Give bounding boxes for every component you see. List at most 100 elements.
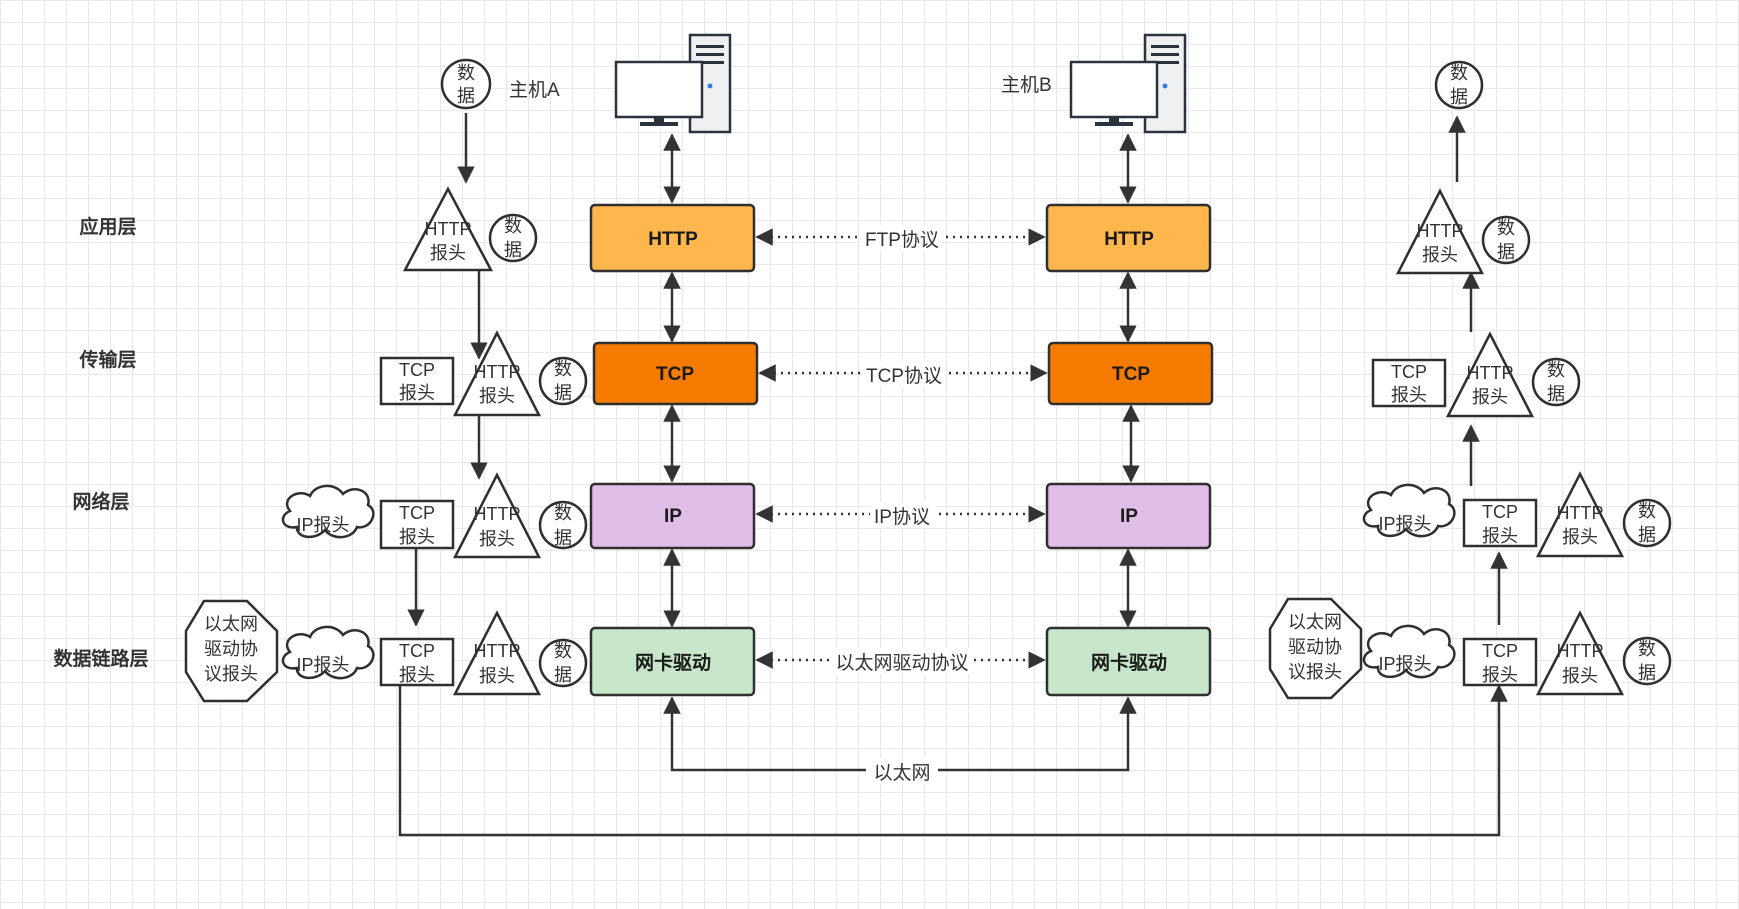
data-circle-a-app: 数 据	[488, 213, 538, 263]
protocol-label-tcp: TCP协议	[866, 365, 942, 387]
svg-text:驱动协: 驱动协	[204, 639, 258, 659]
protocol-label-ftp: FTP协议	[865, 229, 939, 251]
computer-icon-host-b	[1069, 33, 1187, 134]
label-bg-ethernet	[866, 758, 938, 784]
ip-header-cloud-a-network: IP报头	[281, 484, 375, 539]
svg-text:驱动协: 驱动协	[1288, 637, 1342, 657]
ip-label-host-b: IP	[1120, 506, 1138, 527]
frame-transmission-line	[398, 684, 1508, 837]
svg-text:据: 据	[504, 240, 522, 260]
svg-text:议报头: 议报头	[204, 664, 258, 684]
data-circle-a-network: 数 据	[538, 500, 588, 550]
tcp-header-box-a-datalink: TCP 报头	[379, 637, 455, 687]
svg-text:以太网: 以太网	[1288, 612, 1342, 632]
svg-text:报头: 报头	[1391, 385, 1427, 405]
data-circle-b-top: 数 据	[1434, 60, 1484, 110]
ip-header-cloud-b-network: IP报头	[1362, 483, 1456, 538]
svg-text:TCP: TCP	[1482, 502, 1518, 522]
svg-text:据: 据	[1450, 87, 1468, 107]
label-bg-ip	[870, 502, 936, 528]
svg-text:报头: 报头	[1422, 245, 1458, 265]
svg-text:数: 数	[554, 503, 572, 523]
nic-driver-box-host-b	[1045, 626, 1212, 697]
svg-text:数: 数	[457, 63, 475, 83]
ethernet-header-octagon-b: 以太网 驱动协 议报头	[1268, 597, 1363, 700]
tcp-header-box-b-transport: TCP 报头	[1371, 358, 1447, 408]
data-circle-b-datalink: 数 据	[1622, 636, 1672, 686]
svg-text:HTTP: HTTP	[1467, 363, 1514, 383]
svg-text:IP报头: IP报头	[296, 655, 349, 675]
svg-text:据: 据	[1497, 242, 1515, 262]
svg-text:数: 数	[554, 641, 572, 661]
svg-text:报头: 报头	[479, 666, 515, 686]
data-circle-b-app: 数 据	[1481, 215, 1531, 265]
svg-text:据: 据	[554, 383, 572, 403]
http-label-host-a: HTTP	[648, 229, 698, 250]
ip-header-cloud-b-datalink: IP报头	[1362, 624, 1456, 679]
http-header-triangle-a-app: HTTP 报头	[402, 186, 494, 272]
ip-box-host-b	[1045, 482, 1212, 550]
http-header-triangle-b-network: HTTP 报头	[1535, 471, 1625, 558]
svg-text:报头: 报头	[430, 243, 466, 263]
svg-text:数: 数	[554, 359, 572, 379]
svg-text:报头: 报头	[1482, 526, 1518, 546]
svg-text:报头: 报头	[399, 665, 435, 685]
host-a-label: 主机A	[509, 79, 560, 101]
svg-text:数: 数	[1638, 501, 1656, 521]
svg-text:IP报头: IP报头	[296, 515, 349, 535]
protocol-label-ip: IP协议	[874, 506, 930, 528]
svg-text:据: 据	[1638, 525, 1656, 545]
svg-text:TCP: TCP	[399, 360, 435, 380]
label-bg-ftp	[860, 225, 942, 251]
data-circle-b-network: 数 据	[1622, 498, 1672, 548]
layer-name-network: 网络层	[72, 490, 129, 513]
nic-driver-box-host-a	[589, 626, 756, 697]
http-header-triangle-a-network: HTTP 报头	[452, 472, 542, 559]
http-header-triangle-a-datalink: HTTP 报头	[452, 610, 542, 696]
svg-text:TCP: TCP	[1391, 362, 1427, 382]
label-bg-tcp	[862, 361, 946, 387]
svg-text:HTTP: HTTP	[474, 504, 521, 524]
svg-text:数: 数	[504, 216, 522, 236]
svg-text:据: 据	[1547, 384, 1565, 404]
tcp-header-box-b-datalink: TCP 报头	[1462, 637, 1538, 687]
svg-text:报头: 报头	[1482, 665, 1518, 685]
svg-text:报头: 报头	[479, 529, 515, 549]
svg-text:HTTP: HTTP	[474, 362, 521, 382]
http-header-triangle-b-transport: HTTP 报头	[1445, 331, 1535, 418]
svg-text:据: 据	[554, 665, 572, 685]
ip-box-host-a	[589, 482, 756, 550]
tcp-label-host-b: TCP	[1112, 364, 1150, 385]
http-box-host-a	[589, 203, 756, 273]
tcp-header-box-b-network: TCP 报头	[1462, 498, 1538, 548]
svg-text:HTTP: HTTP	[1557, 503, 1604, 523]
svg-text:HTTP: HTTP	[425, 219, 472, 239]
svg-text:据: 据	[554, 528, 572, 548]
http-header-triangle-b-app: HTTP 报头	[1395, 188, 1485, 275]
svg-text:数: 数	[1450, 63, 1468, 83]
layer-name-datalink: 数据链路层	[53, 647, 148, 670]
svg-text:HTTP: HTTP	[1417, 221, 1464, 241]
svg-text:IP报头: IP报头	[1378, 654, 1431, 674]
svg-text:TCP: TCP	[399, 641, 435, 661]
http-label-host-b: HTTP	[1104, 229, 1154, 250]
nic-driver-label-host-a: 网卡驱动	[635, 651, 711, 674]
nic-driver-label-host-b: 网卡驱动	[1091, 651, 1167, 674]
svg-text:TCP: TCP	[399, 503, 435, 523]
svg-text:报头: 报头	[479, 386, 515, 406]
svg-text:报头: 报头	[1472, 387, 1508, 407]
tcp-box-host-a	[592, 341, 759, 406]
label-bg-ethernet-driver	[830, 648, 974, 674]
svg-text:IP报头: IP报头	[1378, 514, 1431, 534]
svg-text:报头: 报头	[399, 527, 435, 547]
http-box-host-b	[1045, 203, 1212, 273]
physical-label-ethernet: 以太网	[873, 762, 930, 784]
data-circle-a-datalink: 数 据	[538, 638, 588, 688]
layer-name-application: 应用层	[79, 215, 136, 238]
svg-text:报头: 报头	[399, 383, 435, 403]
svg-text:HTTP: HTTP	[474, 641, 521, 661]
layer-name-transport: 传输层	[78, 348, 136, 371]
data-circle-a-transport: 数 据	[538, 356, 588, 406]
ethernet-header-octagon-a: 以太网 驱动协 议报头	[184, 599, 279, 703]
